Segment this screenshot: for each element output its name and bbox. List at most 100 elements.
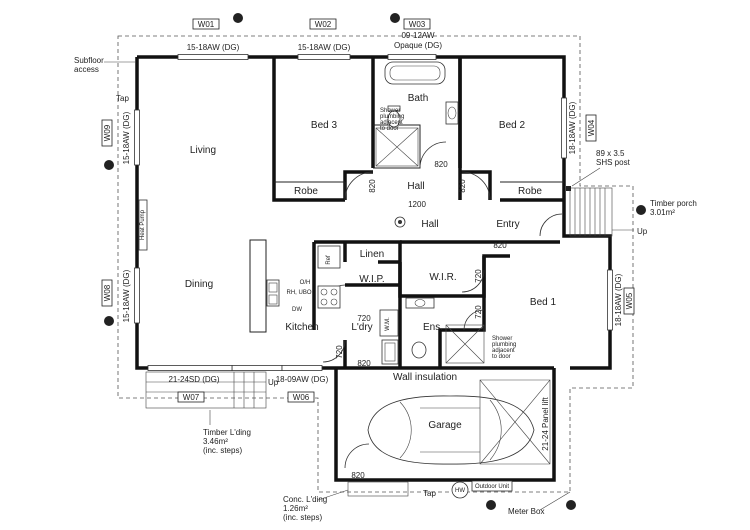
note-up-landing: Up xyxy=(268,378,279,387)
room-linen: Linen xyxy=(360,249,384,260)
note-wm: W.M. xyxy=(385,317,391,331)
shower-ens xyxy=(445,324,485,364)
window-label-w01: 15-18AW (DG) xyxy=(187,43,240,52)
dim-bed3-door: 820 xyxy=(368,179,377,193)
bathtub xyxy=(384,61,446,85)
note-landing-3: (inc. steps) xyxy=(203,446,242,455)
note-ref: Ref xyxy=(326,255,332,265)
room-bed3: Bed 3 xyxy=(311,120,338,131)
window-label-w04: 18-18AW (DG) xyxy=(568,101,577,154)
window-label-w02: 15-18AW (DG) xyxy=(298,43,351,52)
note-tap-bottom: Tap xyxy=(423,489,436,498)
kitchen-sink xyxy=(266,279,280,307)
note-meter-box: Meter Box xyxy=(508,507,544,516)
heat-pump-unit xyxy=(138,199,148,251)
outdoor-unit xyxy=(471,480,513,492)
note-conc-2: 1.26m² xyxy=(283,504,308,513)
note-panel-lift: 21-24 Panel lift xyxy=(541,397,550,451)
room-living: Living xyxy=(190,145,216,156)
dim-ldry-door-side: 720 xyxy=(335,345,344,359)
room-bath: Bath xyxy=(408,93,429,104)
note-subfloor-1: Subfloor xyxy=(74,56,104,65)
window-label-w03-note: Opaque (DG) xyxy=(394,41,442,50)
note-up-porch: Up xyxy=(637,227,648,236)
dim-garage-door: 820 xyxy=(357,359,371,368)
window-label-w07: 21-24SD (DG) xyxy=(168,375,219,384)
tag-w06: W06 xyxy=(293,393,310,402)
note-landing-1: Timber L'ding xyxy=(203,428,251,437)
dim-ens-door: 720 xyxy=(474,305,483,319)
panel-lift-door xyxy=(479,379,551,465)
timber-landing-decking xyxy=(145,371,267,409)
note-post-2: SHS post xyxy=(596,158,631,167)
dim-garage-side-door: 820 xyxy=(351,471,365,480)
dimension-labels: 820 820 820 1200 820 720 720 720 720 820… xyxy=(335,160,507,480)
dim-hall-width: 1200 xyxy=(408,200,426,209)
cooktop xyxy=(317,285,341,309)
washing-machine xyxy=(379,309,399,337)
note-heat-pump: Heat Pump xyxy=(140,209,146,240)
fridge xyxy=(317,245,341,269)
note-rh-ubo: RH, UBO xyxy=(286,290,311,296)
porch-post xyxy=(566,186,571,191)
note-shower-ens-2: plumbing xyxy=(492,342,516,348)
note-shower-bath-2: plumbing xyxy=(380,114,404,120)
room-ens: Ens. xyxy=(423,322,443,333)
note-wall-insulation: Wall insulation xyxy=(393,372,457,383)
dim-bed2-door: 820 xyxy=(458,179,467,193)
car-outline xyxy=(367,395,535,465)
section-markers xyxy=(104,13,646,510)
window-openings xyxy=(134,54,613,371)
window-label-w06: 18-09AW (DG) xyxy=(276,375,329,384)
note-shower-bath-4: to door xyxy=(380,126,399,132)
room-bed1: Bed 1 xyxy=(530,297,557,308)
dim-entry-door: 820 xyxy=(493,241,507,250)
note-shower-bath-1: Shower xyxy=(380,108,400,114)
note-oh: O/H xyxy=(300,280,311,286)
room-entry: Entry xyxy=(496,219,519,230)
dim-wir-door: 720 xyxy=(474,269,483,283)
note-landing-2: 3.46m² xyxy=(203,437,228,446)
laundry-tub xyxy=(381,339,399,365)
room-labels: Living Dining Kitchen Bed 3 Bed 2 Bed 1 … xyxy=(185,93,557,431)
toilet-ens xyxy=(411,341,427,359)
dim-ldry-door-top: 720 xyxy=(357,314,371,323)
interior-walls xyxy=(249,57,564,368)
dim-bath-door: 820 xyxy=(434,160,448,169)
tag-w01: W01 xyxy=(198,20,215,29)
tag-w03: W03 xyxy=(409,20,426,29)
window-label-w03-size: 09-12AW xyxy=(401,31,435,40)
fixtures xyxy=(138,61,613,499)
room-kitchen: Kitchen xyxy=(285,322,318,333)
boundary-dashed-outline xyxy=(117,35,634,493)
note-conc-1: Conc. L'ding xyxy=(283,495,327,504)
note-subfloor-2: access xyxy=(74,65,99,74)
window-size-labels: 15-18AW (DG) 15-18AW (DG) 09-12AW Opaque… xyxy=(122,31,623,384)
room-wir: W.I.R. xyxy=(429,272,456,283)
room-hall-upper: Hall xyxy=(407,181,424,192)
tag-w02: W02 xyxy=(315,20,332,29)
shower-bath xyxy=(375,127,419,167)
room-garage: Garage xyxy=(428,420,462,431)
room-robe-left: Robe xyxy=(294,186,318,197)
note-outdoor-unit: Outdoor Unit xyxy=(475,484,509,490)
vanity-bath xyxy=(445,101,459,125)
note-shower-bath-3: adjacent xyxy=(380,120,403,126)
note-conc-3: (inc. steps) xyxy=(283,513,322,522)
tag-w04: W04 xyxy=(587,119,596,136)
note-shower-ens-1: Shower xyxy=(492,336,512,342)
note-post-1: 89 x 3.5 xyxy=(596,149,625,158)
tag-w07: W07 xyxy=(183,393,200,402)
window-label-w09: 15-18AW (DG) xyxy=(122,111,131,164)
window-label-w08: 15-18AW (DG) xyxy=(122,269,131,322)
tag-w05: W05 xyxy=(625,292,634,309)
note-shower-ens-4: to door xyxy=(492,354,511,360)
annotations: Subfloor access Tap Heat Pump 89 x 3.5 S… xyxy=(74,56,697,522)
timber-porch-decking xyxy=(569,187,613,237)
concrete-landing xyxy=(347,481,409,497)
note-porch-2: 3.01m² xyxy=(650,208,675,217)
room-hall-lower: Hall xyxy=(421,219,438,230)
window-label-w05: 18-18AW (DG) xyxy=(614,273,623,326)
note-porch-1: Timber porch xyxy=(650,199,697,208)
